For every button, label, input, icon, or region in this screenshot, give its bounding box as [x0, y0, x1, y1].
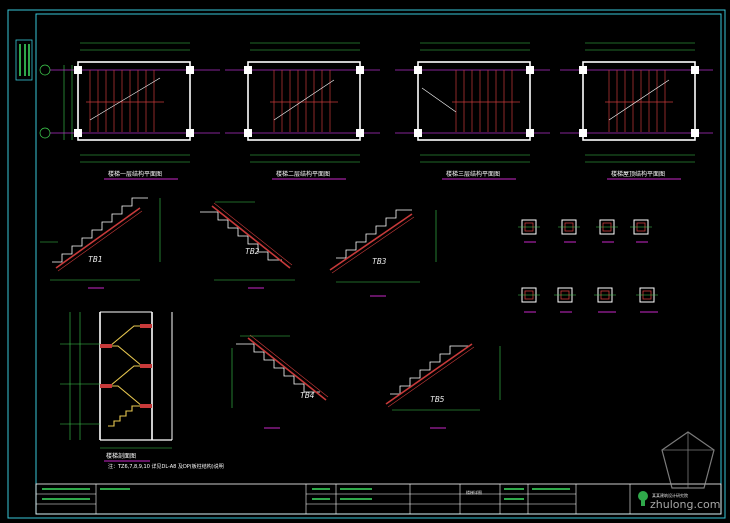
- binding-strip: [15, 39, 33, 81]
- plan-title: 楼梯二层结构平面图: [276, 170, 330, 178]
- flight-rebar: [331, 216, 415, 274]
- stair-direction: [608, 79, 670, 121]
- section-landings: [100, 324, 152, 408]
- axis-bubble: [39, 64, 51, 76]
- stair-walls: [77, 61, 191, 141]
- flight-steps: [336, 209, 412, 259]
- column: [414, 129, 422, 137]
- column: [356, 66, 364, 74]
- column: [691, 66, 699, 74]
- column: [526, 66, 534, 74]
- plan-title: 楼梯屋顶结构平面图: [611, 170, 665, 178]
- stair-walls: [582, 61, 696, 141]
- axis-bubble: [39, 127, 51, 139]
- column-detail-tz4: [630, 219, 652, 243]
- flight-mark: TB2: [245, 247, 260, 256]
- plan-dimension-lines: [250, 42, 360, 163]
- column: [186, 129, 194, 137]
- outer-frame: [7, 9, 726, 519]
- plan-3: 楼梯三层结构平面图: [395, 42, 550, 180]
- flight-mark: TB3: [372, 257, 387, 266]
- column-detail-tz1: [518, 219, 540, 243]
- stair-treads: [86, 70, 164, 132]
- column: [691, 129, 699, 137]
- section-flights: [108, 325, 143, 427]
- title-block: 楼梯详图 某某建筑设计研究院: [35, 483, 722, 515]
- flight-slab: [385, 343, 473, 405]
- watermark: zhulong.com: [650, 431, 720, 511]
- plan-dimension-lines: [63, 42, 190, 163]
- column: [414, 66, 422, 74]
- company-name: 某某建筑设计研究院: [652, 492, 688, 498]
- column: [74, 66, 82, 74]
- plan-1: 楼梯一层结构平面图: [39, 42, 220, 180]
- title-block-fields: [42, 488, 570, 500]
- column: [186, 66, 194, 74]
- column: [579, 66, 587, 74]
- column: [526, 129, 534, 137]
- flight-slab: [329, 213, 413, 271]
- flight-tb1: TB1: [40, 197, 161, 289]
- plan-4: 楼梯屋顶结构平面图: [560, 42, 713, 180]
- plan-dimension-lines: [420, 42, 530, 163]
- plan-title: 楼梯一层结构平面图: [108, 170, 162, 178]
- stair-walls: [247, 61, 361, 141]
- column: [74, 129, 82, 137]
- stair-direction: [273, 79, 335, 121]
- flight-mark: TB1: [88, 255, 102, 264]
- flight-mark: TB4: [300, 391, 315, 400]
- flight-slab: [211, 205, 291, 269]
- drawing-name: 楼梯详图: [466, 489, 482, 495]
- flight-rebar: [213, 202, 293, 266]
- stair-direction: [421, 87, 457, 113]
- flight-rebar: [57, 210, 143, 272]
- flight-tb4: TB4: [231, 334, 329, 429]
- flight-tb5: TB5: [385, 343, 501, 429]
- flight-steps: [52, 197, 148, 263]
- flight-tb3: TB3: [329, 209, 437, 297]
- column: [244, 129, 252, 137]
- column: [579, 129, 587, 137]
- column-detail-tz2: [558, 219, 580, 243]
- column: [356, 129, 364, 137]
- flight-steps: [200, 211, 282, 261]
- watermark-text: zhulong.com: [650, 498, 720, 511]
- plan-dimension-lines: [585, 42, 695, 163]
- section-dimension-lines: [60, 312, 172, 449]
- flight-rebar: [387, 346, 475, 408]
- flight-rebar: [249, 334, 329, 398]
- column-detail-tz6: [554, 287, 576, 313]
- column-detail-tz7: [594, 287, 616, 313]
- section-title: 楼梯剖面图: [106, 452, 136, 460]
- flight-steps: [390, 345, 470, 395]
- plan-title: 楼梯三层结构平面图: [446, 170, 500, 178]
- column-details: [518, 219, 658, 313]
- stair-direction: [89, 77, 161, 121]
- plan-2: 楼梯二层结构平面图: [225, 42, 380, 180]
- flight-slab: [55, 207, 141, 269]
- column: [244, 66, 252, 74]
- stair-section: 楼梯剖面图 注：TZ6,7,8,9,10 详见DL-A8 及DP(板柱结构)说明: [60, 311, 224, 470]
- company-logo-icon: [638, 491, 648, 506]
- section-note: 注：TZ6,7,8,9,10 详见DL-A8 及DP(板柱结构)说明: [108, 463, 224, 470]
- column-detail-tz8: [636, 287, 658, 313]
- flight-mark: TB5: [430, 395, 445, 404]
- column-detail-tz3: [596, 219, 618, 243]
- stair-treads: [452, 70, 520, 132]
- column-detail-tz5: [518, 287, 540, 313]
- stair-walls: [417, 61, 531, 141]
- flight-tb2: TB2: [200, 201, 295, 289]
- flight-slab: [247, 337, 327, 401]
- stair-treads: [605, 70, 673, 132]
- stair-treads: [270, 70, 338, 132]
- flight-steps: [236, 343, 320, 393]
